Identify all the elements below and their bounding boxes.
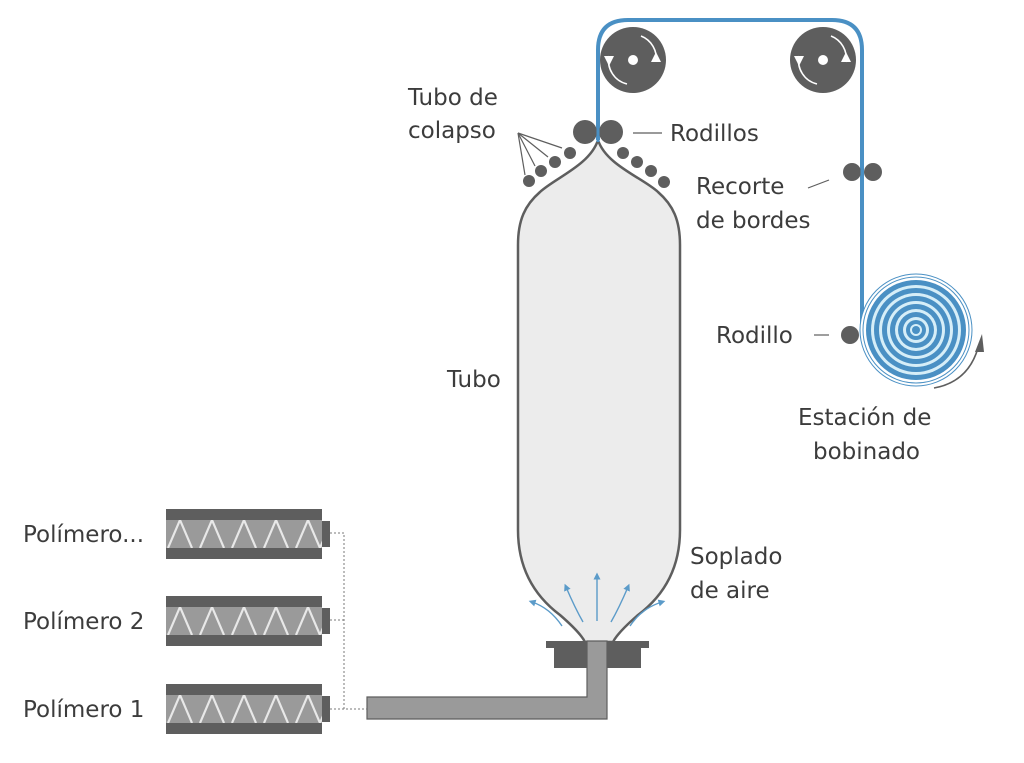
label-polymer-2: Polímero 2: [23, 609, 144, 635]
winding-arrow-head: [975, 334, 984, 352]
label-winding-1: Estación de: [798, 405, 931, 431]
label-collapse-tube-1: Tubo de: [407, 85, 498, 111]
extruder-connectors: [330, 532, 367, 710]
label-polymer-1: Polímero 1: [23, 697, 144, 723]
winding-coil: [859, 273, 973, 387]
label-air-1: Soplado: [690, 544, 782, 570]
edge-trim-pointer: [807, 179, 830, 189]
label-air-2: de aire: [690, 578, 770, 604]
label-polymer-n: Polímero...: [23, 522, 144, 548]
film-path: [596, 18, 864, 330]
collapse-pointer-lines: [517, 132, 563, 176]
extruder-polymer-n: [166, 509, 330, 559]
collapse-frame-rollers: [523, 147, 670, 188]
extruder-polymer-2: [166, 596, 330, 646]
nip-rollers: [573, 120, 623, 144]
label-edge-trim-2: de bordes: [696, 208, 811, 234]
label-collapse-tube-2: colapso: [408, 118, 496, 144]
top-roller-right: [790, 27, 856, 93]
feed-pipe: [366, 640, 608, 720]
top-roller-left: [600, 27, 666, 93]
extruder-polymer-1: [166, 684, 330, 734]
edge-trim-rollers: [843, 163, 882, 181]
label-roller: Rodillo: [716, 323, 793, 349]
winding-roller: [841, 326, 859, 344]
blown-tube: [516, 135, 682, 644]
label-tube: Tubo: [446, 367, 501, 393]
label-rollers: Rodillos: [670, 121, 759, 147]
label-edge-trim-1: Recorte: [696, 174, 784, 200]
winding-rotation-arrow: [933, 347, 979, 389]
label-winding-2: bobinado: [813, 439, 920, 465]
air-arrows: [528, 572, 666, 627]
